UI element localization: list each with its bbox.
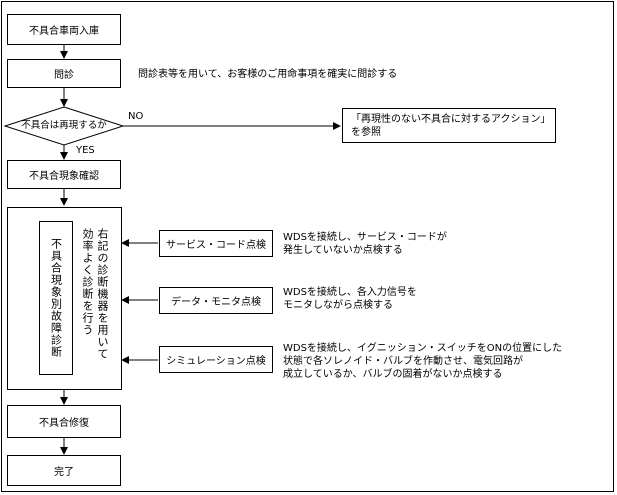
no-action-line-1: 「再現性のない不具合に対するアクション」: [351, 113, 551, 125]
method-service-code-desc-1: WDSを接続し、サービス・コードが: [283, 232, 447, 243]
method-simulation: シミュレーション点検: [159, 346, 273, 373]
diagnosis-instruction: 右記の診断機器を用いて 効率よく診断を行う: [80, 228, 110, 378]
step-interview: 問診: [7, 59, 121, 88]
diagnosis-instruction-line-1: 右記の診断機器を用いて: [96, 228, 109, 360]
method-simulation-desc-3: 成立しているか、バルブの固着がないか点検する: [283, 369, 503, 380]
method-service-code: サービス・コード点検: [159, 230, 273, 257]
method-data-monitor-label: データ・モニタ点検: [171, 297, 261, 308]
decision-label: 不具合は再現するか: [21, 120, 107, 131]
method-data-monitor-desc-1: WDSを接続し、各入力信号を: [283, 287, 417, 298]
method-service-code-label: サービス・コード点検: [166, 240, 266, 251]
diagnosis-title-box: 不具合現象別故障診断: [39, 221, 73, 375]
method-service-code-desc-2: 発生していないか点検する: [283, 245, 403, 256]
no-label: NO: [128, 111, 144, 122]
no-action-box: 「再現性のない不具合に対するアクション」 を参照: [342, 108, 556, 143]
step-complete: 完了: [7, 455, 121, 486]
diagnosis-instruction-line-2: 効率よく診断を行う: [81, 228, 94, 336]
step-repair: 不具合修復: [7, 405, 121, 438]
step-arrival: 不具合車両入庫: [7, 14, 121, 45]
step-repair-label: 不具合修復: [39, 418, 89, 429]
no-action-line-2: を参照: [351, 126, 381, 138]
interview-note: 問診表等を用いて、お客様のご用命事項を確実に問診する: [138, 69, 398, 80]
step-complete-label: 完了: [54, 467, 74, 478]
method-data-monitor-desc-2: モニタしながら点検する: [283, 300, 393, 311]
method-simulation-label: シミュレーション点検: [166, 356, 266, 367]
method-data-monitor: データ・モニタ点検: [159, 287, 273, 314]
method-simulation-desc-1: WDSを接続し、イグニッション・スイッチをONの位置にした: [283, 343, 563, 354]
step-confirm: 不具合現象確認: [7, 160, 121, 189]
method-simulation-desc-2: 状態で各ソレノイド・バルブを作動させ、電気回路が: [283, 356, 523, 367]
diagnosis-title: 不具合現象別故障診断: [49, 238, 63, 358]
step-arrival-label: 不具合車両入庫: [29, 26, 99, 37]
step-interview-label: 問診: [54, 70, 74, 81]
step-confirm-label: 不具合現象確認: [29, 171, 99, 182]
yes-label: YES: [76, 145, 95, 156]
